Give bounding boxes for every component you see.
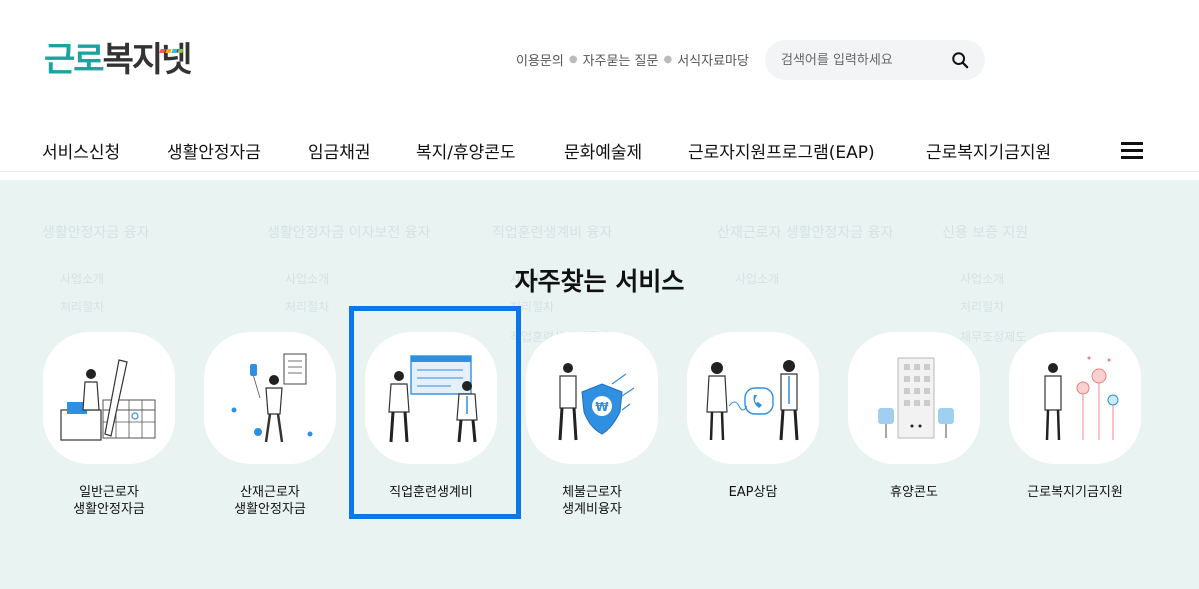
service-label: EAP상담 xyxy=(728,485,778,500)
svg-text:₩: ₩ xyxy=(595,400,609,414)
ghost-menu-sub: 사업소개 xyxy=(60,272,105,286)
phone-counseling-icon xyxy=(706,360,799,441)
shield-won-icon: ₩ xyxy=(558,363,635,441)
logo-decoration-icon xyxy=(159,38,186,53)
ghost-menu-title: 생활안정자금 융자 xyxy=(42,225,150,241)
service-icon-circle xyxy=(365,332,497,464)
service-card-welfare-fund-support[interactable]: 근로복지기금지원 xyxy=(1009,332,1141,501)
office-worker-calendar-icon xyxy=(60,359,156,441)
service-icon-circle: ₩ xyxy=(526,332,658,464)
ghost-menu-sub: 처리절차 xyxy=(960,300,1005,314)
ghost-menu-title: 직업훈련생계비 융자 xyxy=(492,225,613,241)
utility-links: 이용문의 ● 자주묻는 질문 ● 서식자료마당 xyxy=(516,50,749,69)
service-card-training-living-cost[interactable]: 직업훈련생계비 xyxy=(365,332,497,501)
service-card-general-worker-fund[interactable]: 일반근로자 생활안정자금 xyxy=(43,332,175,518)
training-presentation-icon xyxy=(388,355,478,443)
ghost-menu-sub: 채무조정제도 xyxy=(960,330,1027,344)
service-label: 일반근로자 생활안정자금 xyxy=(73,485,145,517)
injured-worker-iv-icon xyxy=(231,353,313,443)
ghost-menu-sub: 사업소개 xyxy=(960,272,1005,286)
condo-building-icon xyxy=(878,357,954,439)
service-icon-circle xyxy=(848,332,980,464)
nav-item-eap[interactable]: 근로자지원프로그램(EAP) xyxy=(688,143,875,163)
main-navigation: 서비스신청 생활안정자금 임금채권 복지/휴양콘도 문화예술제 근로자지원프로그… xyxy=(0,110,1199,172)
frequent-services-panel: 생활안정자금 융자 사업소개 처리절차 생활안정자금 이자보전 융자 사업소개 … xyxy=(0,180,1199,589)
separator-dot-icon: ● xyxy=(568,54,578,65)
ghost-menu-title: 생활안정자금 이자보전 융자 xyxy=(267,225,431,241)
util-link-faq[interactable]: 자주묻는 질문 xyxy=(582,54,659,69)
service-label: 휴양콘도 xyxy=(890,485,938,500)
search-box xyxy=(765,40,985,80)
service-card-injured-worker-fund[interactable]: 산재근로자 생활안정자금 xyxy=(204,332,336,518)
nav-item-condo[interactable]: 복지/휴양콘도 xyxy=(416,143,516,163)
logo-text-part1: 근로 xyxy=(44,40,105,80)
search-icon[interactable] xyxy=(951,51,969,69)
ghost-menu-sub: 처리절차 xyxy=(60,300,105,314)
ghost-menu-title: 신용 보증 지원 xyxy=(942,225,1029,241)
ghost-menu-sub: 사업소개 xyxy=(735,272,780,286)
service-label: 근로복지기금지원 xyxy=(1027,485,1123,500)
separator-dot-icon: ● xyxy=(663,54,673,65)
nav-item-welfare-fund[interactable]: 근로복지기금지원 xyxy=(926,143,1052,163)
nav-item-wage-claim[interactable]: 임금채권 xyxy=(308,143,371,163)
ghost-menu-sub: 처리절차 xyxy=(285,300,330,314)
nav-item-service-apply[interactable]: 서비스신청 xyxy=(42,143,121,163)
ghost-menu-sub: 처리절차 xyxy=(510,300,555,314)
nav-item-arts-festival[interactable]: 문화예술제 xyxy=(564,143,643,163)
util-link-inquiry[interactable]: 이용문의 xyxy=(516,54,564,69)
service-icon-circle xyxy=(687,332,819,464)
welfare-fund-flowers-icon xyxy=(1044,356,1119,441)
service-card-unpaid-worker-loan[interactable]: ₩ 체불근로자 생계비융자 xyxy=(526,332,658,518)
site-logo[interactable]: 근로복지넷 xyxy=(44,40,193,80)
service-card-eap-counseling[interactable]: EAP상담 xyxy=(687,332,819,501)
service-icon-circle xyxy=(1009,332,1141,464)
ghost-menu-sub: 사업소개 xyxy=(510,272,555,286)
logo-text-part2: 복지넷 xyxy=(102,40,193,80)
nav-item-living-fund[interactable]: 생활안정자금 xyxy=(167,143,261,163)
service-label: 직업훈련생계비 xyxy=(389,485,473,500)
ghost-menu-sub: 사업소개 xyxy=(285,272,330,286)
service-card-resort-condo[interactable]: 휴양콘도 xyxy=(848,332,980,501)
menu-hamburger-icon[interactable] xyxy=(1121,142,1143,160)
service-icon-circle xyxy=(43,332,175,464)
service-label: 체불근로자 생계비융자 xyxy=(562,485,622,517)
service-icon-circle xyxy=(204,332,336,464)
site-header: 근로복지넷 이용문의 ● 자주묻는 질문 ● 서식자료마당 xyxy=(0,0,1199,110)
search-input[interactable] xyxy=(781,50,941,70)
ghost-menu-title: 산재근로자 생활안정자금 융자 xyxy=(717,225,894,241)
util-link-forms[interactable]: 서식자료마당 xyxy=(677,54,749,69)
service-label: 산재근로자 생활안정자금 xyxy=(234,485,306,517)
section-title: 자주찾는 서비스 xyxy=(514,267,685,296)
